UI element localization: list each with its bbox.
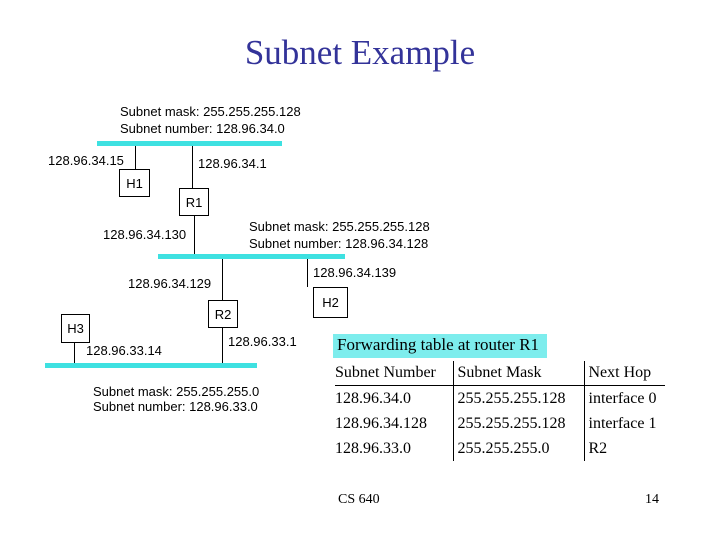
- cell-next-hop: interface 1: [583, 411, 665, 436]
- wire-h1-to-top-bus: [135, 146, 136, 169]
- cell-subnet-number: 128.96.34.128: [335, 415, 427, 432]
- address-label-r2-top: 128.96.34.129: [128, 276, 212, 291]
- address-label-h2: 128.96.34.139: [313, 265, 397, 280]
- host-box-h1: H1: [119, 169, 150, 197]
- host-box-h3: H3: [61, 314, 90, 343]
- forwarding-table: Subnet Number Subnet Mask Next Hop 128.9…: [335, 361, 665, 461]
- cell-next-hop: R2: [583, 436, 665, 461]
- wire-r2-to-middle-bus: [222, 259, 223, 300]
- wire-r2-to-bottom-bus: [222, 327, 223, 363]
- subnet-middle-mask-label: Subnet mask: 255.255.255.128: [249, 219, 430, 234]
- cell-subnet-number: 128.96.33.0: [335, 440, 411, 457]
- subnet-bottom-bus: [45, 363, 257, 368]
- subnet-bottom-number-label: Subnet number: 128.96.33.0: [93, 399, 258, 414]
- footer-course: CS 640: [338, 492, 380, 507]
- address-label-h3: 128.96.33.14: [86, 343, 162, 358]
- forwarding-table-title: Forwarding table at router R1: [333, 334, 548, 358]
- subnet-middle-bus: [158, 254, 345, 259]
- table-row: 128.96.34.0 255.255.255.128 interface 0: [335, 385, 665, 411]
- subnet-top-number-label: Subnet number: 128.96.34.0: [120, 121, 285, 136]
- address-label-r2-bottom: 128.96.33.1: [228, 334, 297, 349]
- address-label-h1: 128.96.34.15: [48, 153, 124, 168]
- header-next-hop: Next Hop: [583, 361, 665, 386]
- subnet-top-mask-label: Subnet mask: 255.255.255.128: [120, 104, 301, 119]
- cell-subnet-mask: 255.255.255.128: [452, 411, 584, 436]
- cell-subnet-mask: 255.255.255.128: [452, 385, 584, 411]
- forwarding-table-header-row: Subnet Number Subnet Mask Next Hop: [335, 361, 665, 386]
- router-box-r1: R1: [179, 188, 209, 216]
- subnet-middle-number-label: Subnet number: 128.96.34.128: [249, 236, 429, 251]
- cell-next-hop: interface 0: [583, 385, 665, 411]
- host-box-h2: H2: [313, 287, 348, 318]
- wire-r1-to-top-bus: [192, 146, 193, 188]
- table-row: 128.96.33.0 255.255.255.0 R2: [335, 436, 665, 461]
- router-box-r2: R2: [208, 300, 238, 328]
- header-subnet-mask: Subnet Mask: [452, 361, 584, 386]
- wire-r1-to-middle-bus: [194, 215, 195, 254]
- cell-subnet-mask: 255.255.255.0: [452, 436, 584, 461]
- address-label-r1-interface0: 128.96.34.1: [198, 156, 267, 171]
- subnet-top-bus: [97, 141, 282, 146]
- address-label-r1-interface1: 128.96.34.130: [103, 227, 187, 242]
- header-subnet-number: Subnet Number: [335, 361, 453, 386]
- slide-title: Subnet Example: [244, 33, 476, 72]
- cell-subnet-number: 128.96.34.0: [335, 390, 411, 407]
- footer-page-number: 14: [645, 492, 659, 507]
- wire-h3-to-bottom-bus: [74, 342, 75, 363]
- wire-h2-to-middle-bus: [307, 259, 308, 287]
- table-row: 128.96.34.128 255.255.255.128 interface …: [335, 411, 665, 436]
- subnet-bottom-mask-label: Subnet mask: 255.255.255.0: [93, 384, 260, 399]
